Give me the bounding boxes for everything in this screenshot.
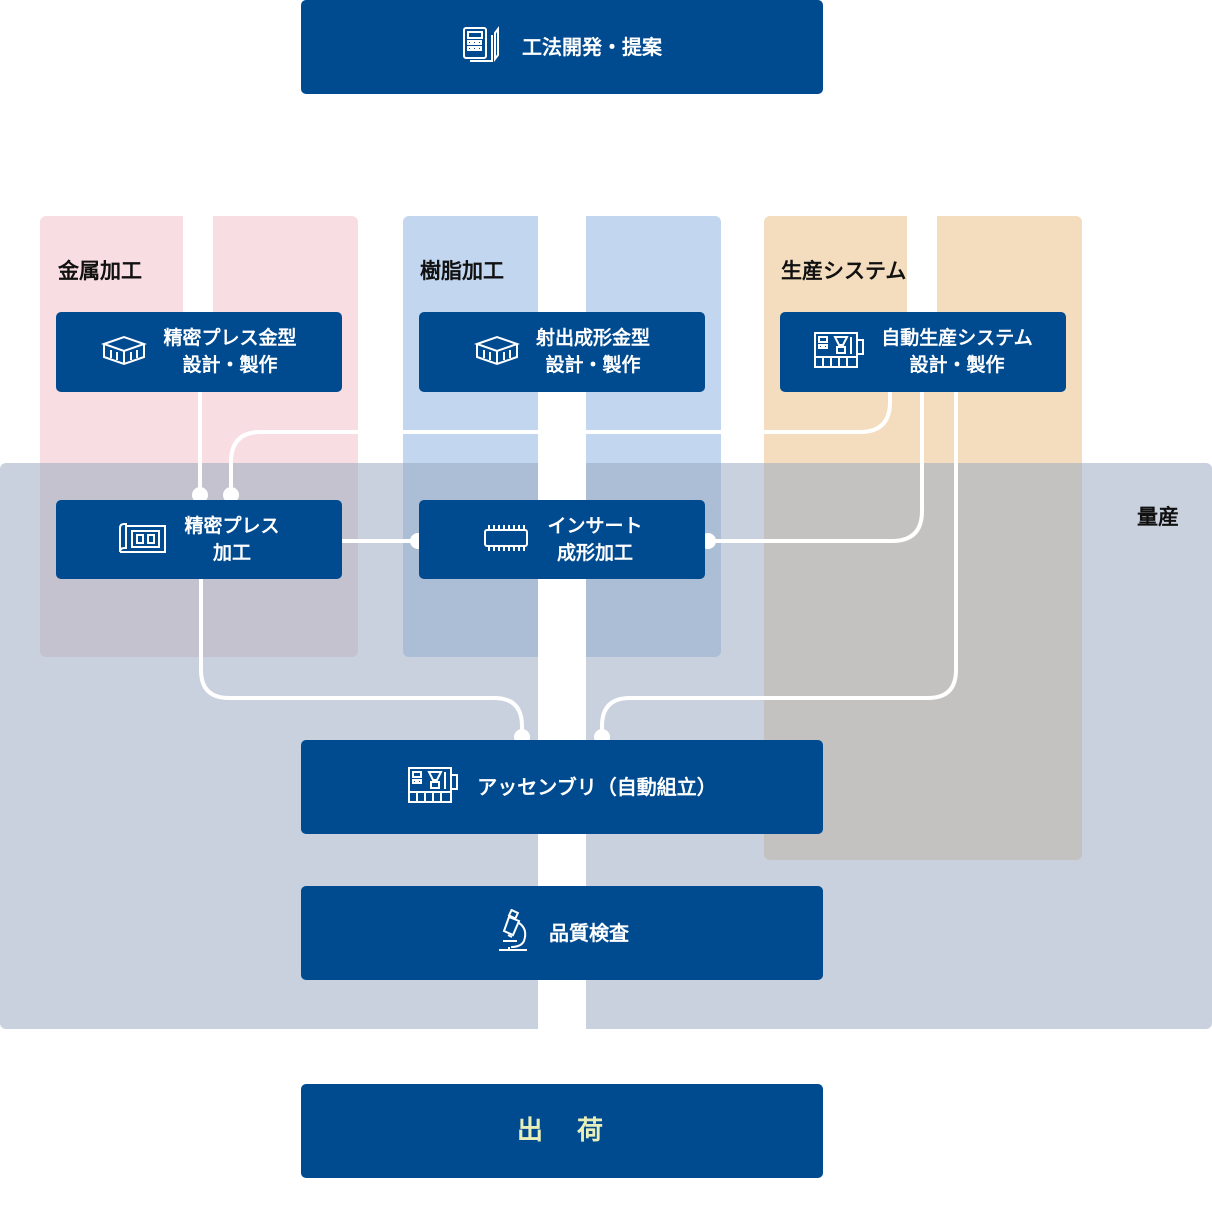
chip-icon — [481, 522, 531, 558]
node-automated-production-system-line1: 自動生産システム — [881, 327, 1033, 349]
blueprint-icon — [118, 522, 168, 558]
branch-right — [562, 148, 937, 315]
node-precision-press-processing-line2: 加工 — [212, 541, 251, 564]
zone-label-mass: 量産 — [1137, 505, 1179, 529]
node-insert-molding[interactable]: インサート 成形加工 — [419, 500, 705, 579]
node-insert-molding-line1: インサート — [547, 514, 643, 537]
microscope-icon — [495, 908, 531, 957]
node-automated-production-system-line2: 設計・製作 — [909, 354, 1005, 376]
machine-icon — [407, 765, 459, 809]
node-assembly[interactable]: アッセンブリ（自動組立） — [301, 740, 823, 834]
node-assembly-label: アッセンブリ（自動組立） — [477, 774, 717, 799]
machine-icon — [813, 330, 865, 374]
node-insert-molding-line2: 成形加工 — [556, 541, 633, 564]
node-shipping[interactable]: 出 荷 — [301, 1084, 823, 1178]
zone-label-resin: 樹脂加工 — [420, 259, 504, 283]
node-quality-inspection[interactable]: 品質検査 — [301, 886, 823, 980]
node-method-development-label: 工法開発・提案 — [522, 34, 662, 59]
node-precision-press-processing-line1: 精密プレス — [184, 514, 280, 537]
branch-left — [183, 148, 562, 315]
node-precision-press-processing[interactable]: 精密プレス 加工 — [56, 500, 342, 579]
calculator-document-icon — [462, 25, 504, 69]
node-method-development[interactable]: 工法開発・提案 — [301, 0, 823, 94]
node-injection-mold-die-line1: 射出成形金型 — [535, 327, 650, 349]
node-precision-press-die-line1: 精密プレス金型 — [163, 327, 297, 349]
zone-label-metal: 金属加工 — [58, 259, 142, 283]
node-automated-production-system[interactable]: 自動生産システム 設計・製作 — [780, 312, 1066, 392]
zone-label-system: 生産システム — [781, 259, 907, 283]
node-shipping-label: 出 荷 — [516, 1115, 607, 1146]
node-quality-inspection-label: 品質検査 — [549, 920, 629, 945]
node-injection-mold-die-line2: 設計・製作 — [545, 354, 641, 376]
node-injection-mold-die[interactable]: 射出成形金型 設計・製作 — [419, 312, 705, 392]
node-precision-press-die[interactable]: 精密プレス金型 設計・製作 — [56, 312, 342, 392]
die-block-icon — [473, 334, 521, 370]
die-block-icon — [101, 334, 148, 370]
node-precision-press-die-line2: 設計・製作 — [182, 354, 278, 376]
